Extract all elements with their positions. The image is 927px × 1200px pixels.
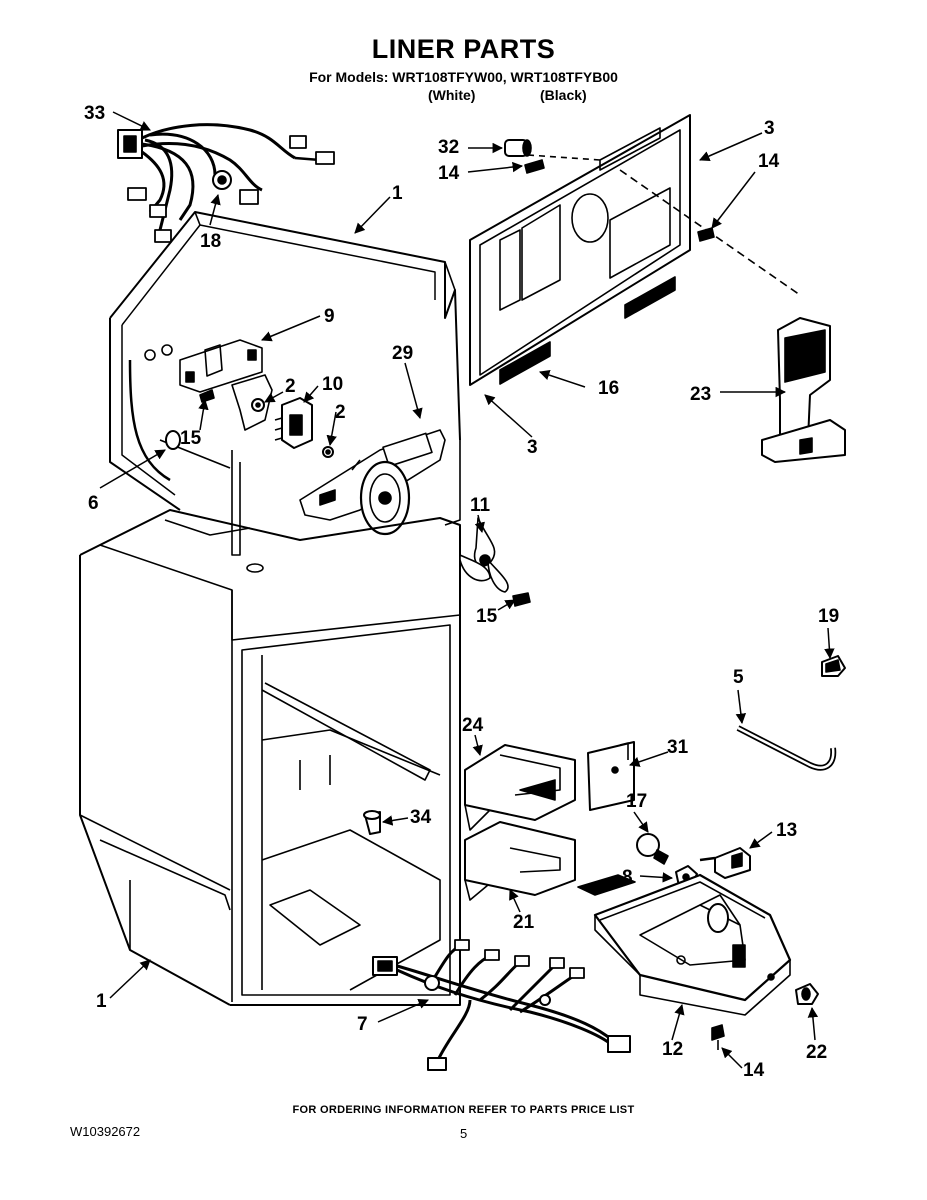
document-number: W10392672 <box>70 1124 141 1139</box>
callout-5: 5 <box>733 667 744 688</box>
callout-13: 13 <box>776 820 797 841</box>
callout-labels: 33 18 1 9 2 10 2 29 15 6 32 14 3 14 16 3… <box>84 103 839 1081</box>
clip-19 <box>821 655 846 677</box>
callout-3-bottom: 3 <box>527 437 538 458</box>
tube-5 <box>736 725 837 771</box>
callout-2a: 2 <box>285 376 296 397</box>
page-number: 5 <box>460 1126 468 1141</box>
callout-14a: 14 <box>438 163 460 184</box>
callout-11: 11 <box>470 495 491 516</box>
callout-18: 18 <box>200 231 221 252</box>
fresh-food-liner-1 <box>79 509 461 1006</box>
color-white-label: (White) <box>428 87 476 103</box>
callout-1-top: 1 <box>392 183 403 204</box>
callout-12: 12 <box>662 1039 683 1060</box>
wire-harness-33 <box>117 123 335 243</box>
callout-14b: 14 <box>758 151 780 172</box>
callout-24: 24 <box>462 715 484 736</box>
light-housing-12 <box>593 873 792 1016</box>
air-duct-23 <box>761 317 846 463</box>
callout-15b: 15 <box>476 606 498 627</box>
air-diffuser-9 <box>179 339 263 393</box>
evaporator-cover-29 <box>231 374 446 536</box>
callout-6: 6 <box>88 493 99 514</box>
callout-32: 32 <box>438 137 459 158</box>
freezer-liner-1 <box>109 211 461 556</box>
callout-29: 29 <box>392 343 413 364</box>
callout-16: 16 <box>598 378 619 399</box>
clip-2b <box>322 446 334 458</box>
callout-1-bottom: 1 <box>96 991 107 1012</box>
ordering-note: FOR ORDERING INFORMATION REFER TO PARTS … <box>292 1104 635 1116</box>
callout-14c: 14 <box>743 1060 765 1081</box>
screw-14a <box>524 159 545 174</box>
thermostat-10 <box>274 397 313 449</box>
model-numbers: For Models: WRT108TFYW00, WRT108TFYB00 <box>309 69 618 85</box>
screw-14c <box>711 1024 725 1050</box>
callout-8: 8 <box>622 867 633 888</box>
callout-17: 17 <box>626 791 647 812</box>
light-bulb-17 <box>636 833 669 865</box>
screw-15b <box>512 592 531 607</box>
crisper-cover-24 <box>464 744 576 831</box>
callout-23: 23 <box>690 384 711 405</box>
callout-19: 19 <box>818 606 839 627</box>
fan-blade-11 <box>459 517 509 593</box>
callout-3-top: 3 <box>764 118 775 139</box>
callout-21: 21 <box>513 912 535 933</box>
switch-13 <box>699 847 751 879</box>
callout-7: 7 <box>357 1014 368 1035</box>
bushing-32 <box>504 139 532 157</box>
callout-2b: 2 <box>335 402 346 423</box>
light-socket-6 <box>165 430 181 450</box>
page-title: LINER PARTS <box>371 34 556 64</box>
leader-arrows <box>99 111 835 1069</box>
callout-31: 31 <box>667 737 689 758</box>
callout-34: 34 <box>410 807 432 828</box>
callout-9: 9 <box>324 306 335 327</box>
plate-31 <box>587 741 635 811</box>
callout-22: 22 <box>806 1042 827 1063</box>
crisper-cover-21 <box>464 821 576 901</box>
screw-34 <box>363 810 381 835</box>
callout-33: 33 <box>84 103 105 124</box>
wire-harness-7 <box>372 939 631 1071</box>
clip-2a <box>251 398 265 412</box>
screw-14b <box>697 227 715 242</box>
color-black-label: (Black) <box>540 87 587 103</box>
knob-22 <box>795 983 819 1005</box>
callout-10: 10 <box>322 374 343 395</box>
callout-15a: 15 <box>180 428 202 449</box>
